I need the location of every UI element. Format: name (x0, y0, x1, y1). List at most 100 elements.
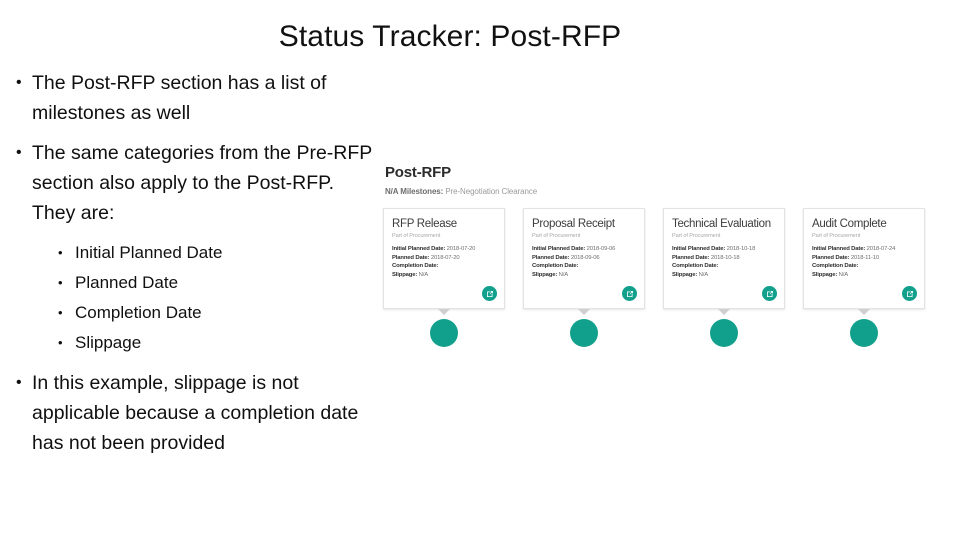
initial-planned-date-row: Initial Planned Date: 2018-09-06 (532, 245, 636, 254)
completion-date-label: Completion Date: (812, 263, 859, 270)
planned-date-value: 2018-11-10 (850, 254, 880, 261)
connector-caret-icon (858, 309, 870, 315)
slippage-row: Slippage: N/A (812, 271, 916, 280)
list-item: • The Post-RFP section has a list of mil… (16, 68, 372, 128)
edit-square-icon[interactable] (482, 286, 497, 301)
bullet-glyph-icon: • (58, 305, 63, 320)
bullet-glyph-icon: • (58, 275, 63, 290)
initial-planned-date-row: Initial Planned Date: 2018-10-18 (672, 245, 776, 254)
edit-square-icon[interactable] (622, 286, 637, 301)
milestone-card-row: RFP Release Part of Procurement Initial … (383, 208, 943, 347)
list-item-label: Planned Date (75, 273, 179, 292)
completion-date-label: Completion Date: (532, 263, 579, 270)
milestone-title: Proposal Receipt (532, 218, 615, 230)
initial-planned-date-value: 2018-07-24 (866, 246, 896, 252)
planned-date-value: 2018-07-20 (430, 254, 460, 261)
list-item: • Planned Date (58, 268, 372, 298)
milestone-node: RFP Release Part of Procurement Initial … (383, 208, 505, 347)
milestone-node: Technical Evaluation Part of Procurement… (663, 208, 785, 347)
list-item-label: The same categories from the Pre-RFP sec… (32, 142, 372, 224)
planned-date-value: 2018-09-06 (570, 254, 600, 261)
initial-planned-date-label: Initial Planned Date: (812, 246, 866, 252)
milestone-subtitle: Part of Procurement (392, 233, 441, 239)
bullet-glyph-icon: • (16, 74, 22, 91)
section-subheading: N/A Milestones: Pre-Negotiation Clearanc… (385, 187, 943, 196)
planned-date-label: Planned Date: (812, 254, 850, 261)
slippage-row: Slippage: N/A (392, 271, 496, 280)
sub-bullet-list: • Initial Planned Date • Planned Date • … (16, 238, 372, 358)
slippage-value: N/A (698, 271, 709, 278)
slippage-value: N/A (558, 271, 569, 278)
list-item-label: In this example, slippage is not applica… (32, 372, 359, 454)
milestone-subtitle: Part of Procurement (532, 233, 581, 239)
planned-date-row: Planned Date: 2018-09-06 (532, 254, 636, 263)
edit-square-icon[interactable] (762, 286, 777, 301)
milestone-card[interactable]: Audit Complete Part of Procurement Initi… (803, 208, 925, 309)
milestone-title: Technical Evaluation (672, 218, 771, 230)
timeline-node-dot[interactable] (430, 319, 458, 347)
completion-date-label: Completion Date: (672, 263, 719, 270)
initial-planned-date-label: Initial Planned Date: (392, 246, 446, 252)
connector-caret-icon (578, 309, 590, 315)
milestone-subtitle: Part of Procurement (672, 233, 721, 239)
milestone-node: Audit Complete Part of Procurement Initi… (803, 208, 925, 347)
completion-date-row: Completion Date: (532, 262, 636, 271)
timeline-node-dot[interactable] (850, 319, 878, 347)
planned-date-row: Planned Date: 2018-11-10 (812, 254, 916, 263)
completion-date-row: Completion Date: (672, 262, 776, 271)
slippage-label: Slippage: (672, 271, 698, 278)
timeline-node-dot[interactable] (710, 319, 738, 347)
timeline-node-dot[interactable] (570, 319, 598, 347)
initial-planned-date-row: Initial Planned Date: 2018-07-20 (392, 245, 496, 254)
list-item: • In this example, slippage is not appli… (16, 368, 372, 458)
connector-caret-icon (718, 309, 730, 315)
list-item-label: Initial Planned Date (75, 243, 223, 262)
milestone-title: Audit Complete (812, 218, 887, 230)
list-item-label: Slippage (75, 333, 142, 352)
initial-planned-date-value: 2018-09-06 (586, 246, 616, 252)
initial-planned-date-label: Initial Planned Date: (532, 246, 586, 252)
initial-planned-date-row: Initial Planned Date: 2018-07-24 (812, 245, 916, 254)
milestone-card[interactable]: RFP Release Part of Procurement Initial … (383, 208, 505, 309)
bullet-glyph-icon: • (58, 245, 63, 260)
embedded-screenshot: Post-RFP N/A Milestones: Pre-Negotiation… (383, 160, 943, 375)
milestone-node: Proposal Receipt Part of Procurement Ini… (523, 208, 645, 347)
bullet-list: • The Post-RFP section has a list of mil… (16, 68, 372, 468)
planned-date-value: 2018-10-18 (710, 254, 740, 261)
na-milestones-label: N/A Milestones: (385, 187, 444, 196)
milestone-title: RFP Release (392, 218, 457, 230)
planned-date-row: Planned Date: 2018-07-20 (392, 254, 496, 263)
initial-planned-date-value: 2018-07-20 (446, 246, 476, 252)
planned-date-label: Planned Date: (532, 254, 570, 261)
completion-date-label: Completion Date: (392, 263, 439, 270)
milestone-subtitle: Part of Procurement (812, 233, 861, 239)
planned-date-label: Planned Date: (672, 254, 710, 261)
slippage-label: Slippage: (812, 271, 838, 278)
na-milestones-value: Pre-Negotiation Clearance (445, 187, 538, 196)
list-item-label: The Post-RFP section has a list of miles… (32, 72, 327, 124)
slippage-row: Slippage: N/A (532, 271, 636, 280)
list-item: • Slippage (58, 328, 372, 358)
planned-date-row: Planned Date: 2018-10-18 (672, 254, 776, 263)
slippage-value: N/A (418, 271, 429, 278)
slippage-label: Slippage: (392, 271, 418, 278)
planned-date-label: Planned Date: (392, 254, 430, 261)
section-heading: Post-RFP (385, 164, 451, 181)
bullet-glyph-icon: • (58, 335, 63, 350)
slippage-label: Slippage: (532, 271, 558, 278)
list-item: • Completion Date (58, 298, 372, 328)
completion-date-row: Completion Date: (392, 262, 496, 271)
milestone-card[interactable]: Proposal Receipt Part of Procurement Ini… (523, 208, 645, 309)
slippage-value: N/A (838, 271, 849, 278)
page-title: Status Tracker: Post-RFP (278, 20, 622, 53)
initial-planned-date-label: Initial Planned Date: (672, 246, 726, 252)
edit-square-icon[interactable] (902, 286, 917, 301)
completion-date-row: Completion Date: (812, 262, 916, 271)
list-item-label: Completion Date (75, 303, 202, 322)
bullet-glyph-icon: • (16, 374, 22, 391)
list-item: • The same categories from the Pre-RFP s… (16, 138, 372, 228)
bullet-glyph-icon: • (16, 144, 22, 161)
connector-caret-icon (438, 309, 450, 315)
list-item: • Initial Planned Date (58, 238, 372, 268)
milestone-card[interactable]: Technical Evaluation Part of Procurement… (663, 208, 785, 309)
